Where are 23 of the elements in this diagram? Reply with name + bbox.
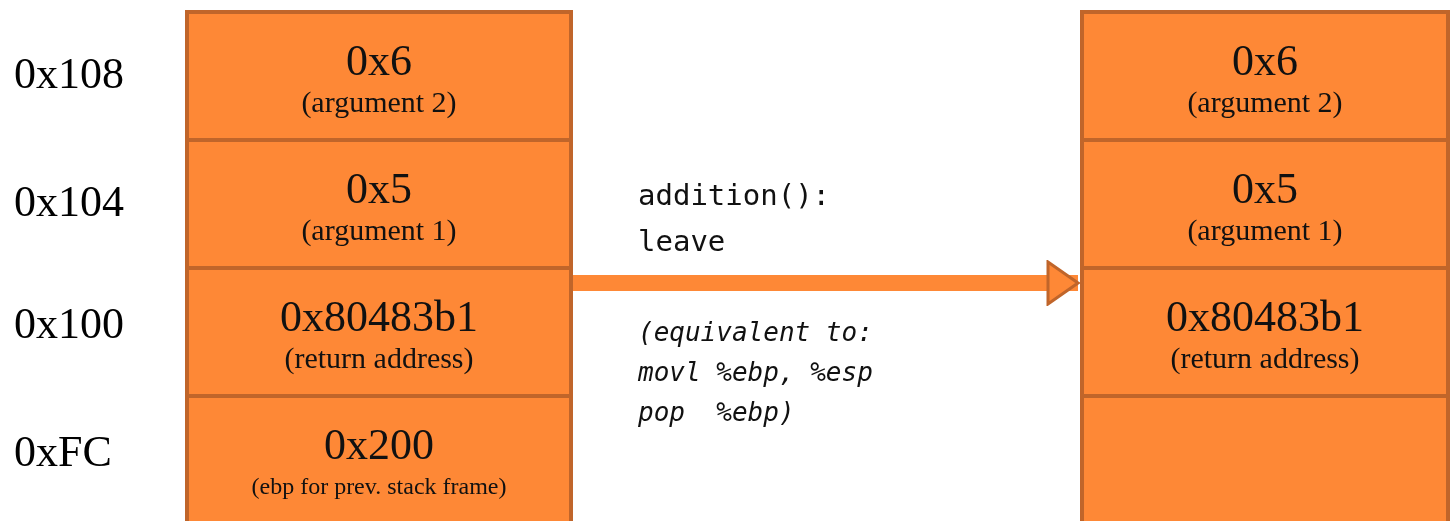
- cell-description: (ebp for prev. stack frame): [251, 472, 507, 501]
- cell-value: 0x200: [324, 421, 434, 469]
- cell-value: 0x6: [346, 37, 412, 85]
- cell-value: 0x5: [346, 165, 412, 213]
- code-note: (equivalent to: movl %ebp, %esp pop %ebp): [638, 316, 874, 429]
- stack-frame: [185, 10, 573, 521]
- memory-address: 0x108: [14, 48, 124, 99]
- cell-description: (argument 2): [301, 85, 457, 119]
- instruction-text: addition(): leave: [638, 177, 832, 260]
- cell-value: 0x80483b1: [1166, 293, 1364, 341]
- cell-description: (return address): [284, 341, 474, 375]
- cell-value: 0x5: [1232, 165, 1298, 213]
- cell-description: (argument 2): [1187, 85, 1343, 119]
- memory-address: 0x100: [14, 298, 124, 349]
- cell-value: 0x80483b1: [280, 293, 478, 341]
- cell-description: (argument 1): [1187, 213, 1343, 247]
- block-arrow: [573, 260, 1080, 306]
- cell-value: 0x6: [1232, 37, 1298, 85]
- stack-frame: [1080, 10, 1450, 521]
- memory-address: 0xFC: [14, 426, 112, 477]
- cell-description: (return address): [1170, 341, 1360, 375]
- memory-address: 0x104: [14, 176, 124, 227]
- cell-description: (argument 1): [301, 213, 457, 247]
